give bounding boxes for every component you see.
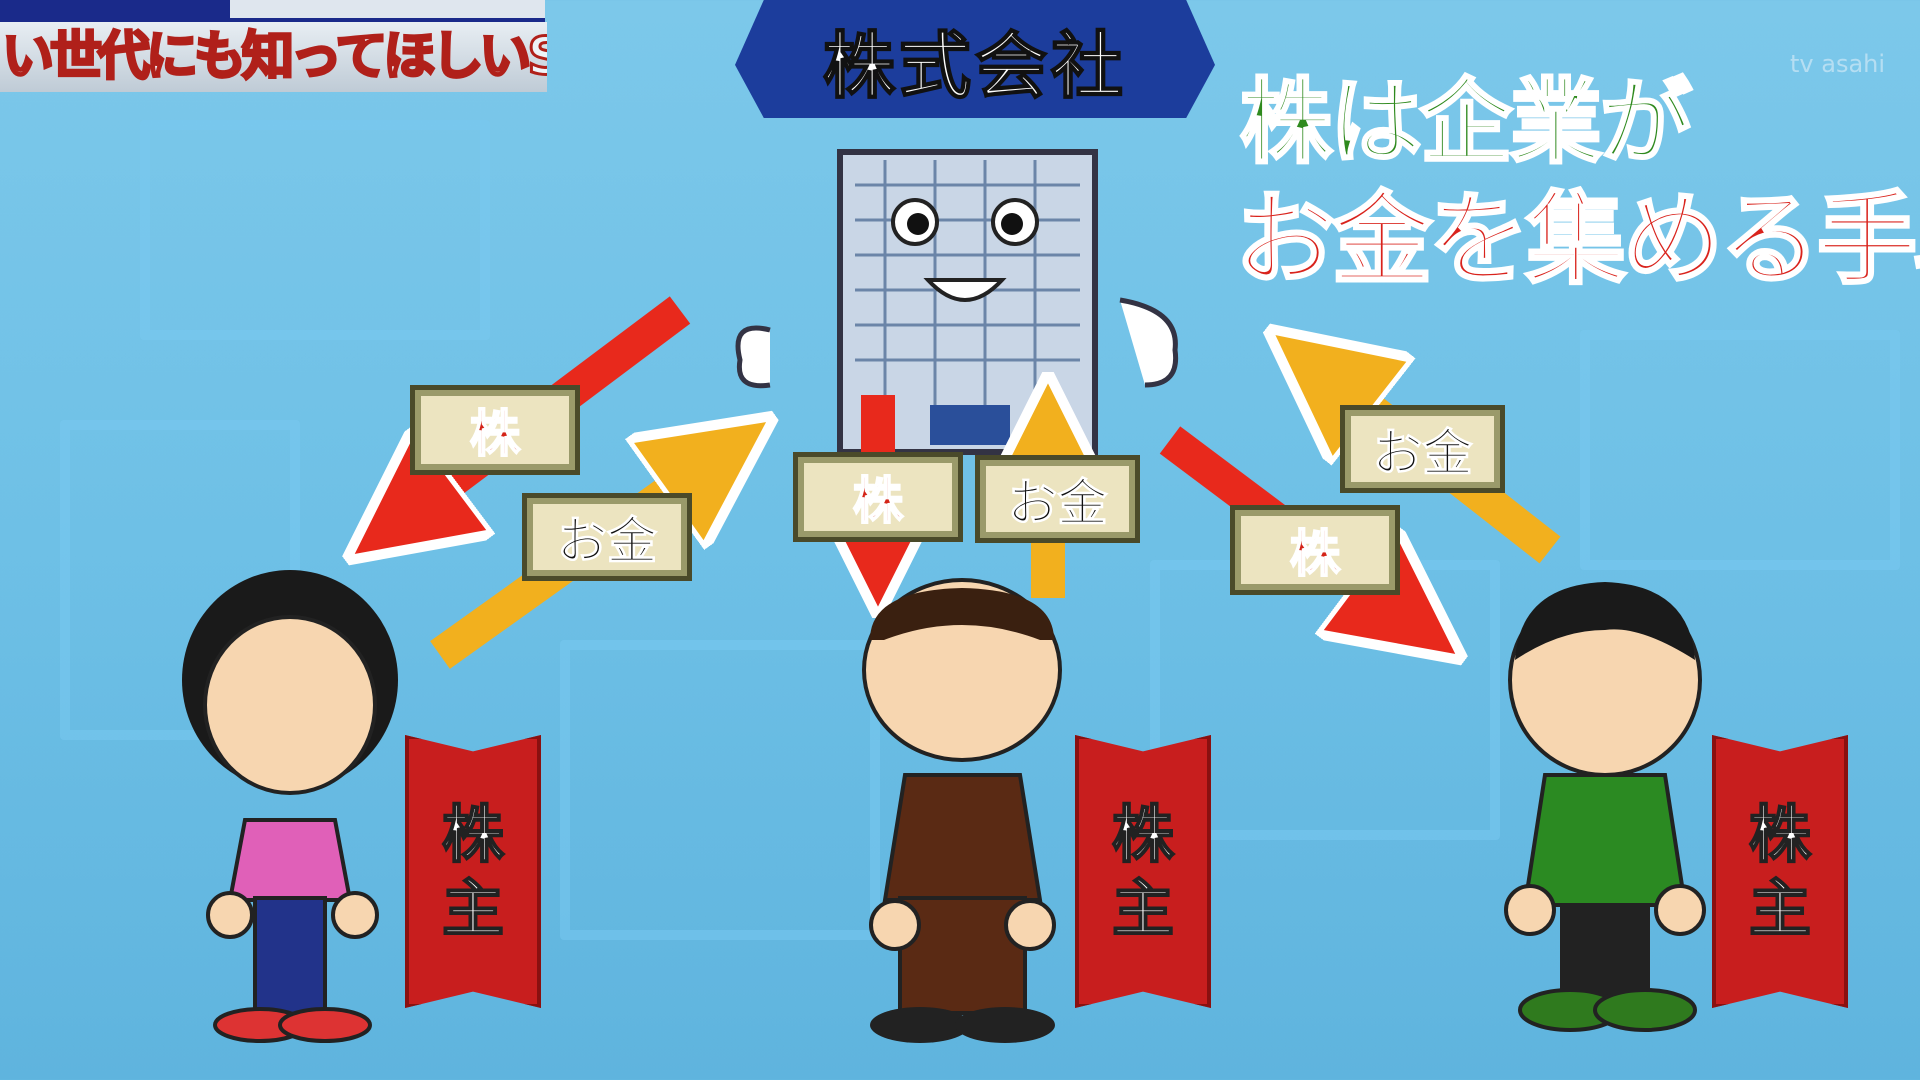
shareholder-young-man-icon (1504, 582, 1706, 1032)
shareholder-woman-icon (182, 570, 398, 1043)
banner-char: 主 (1748, 871, 1812, 946)
channel-logo: tv asahi (1790, 50, 1886, 78)
company-building-icon (735, 149, 1179, 455)
diagram-title: 株式会社 (735, 0, 1215, 118)
banner-char: 主 (1111, 871, 1175, 946)
shareholder-banner: 株 主 (1075, 735, 1211, 1008)
banner-char: 株 (1111, 797, 1175, 872)
shareholder-man-suit-icon (862, 578, 1062, 1043)
money-tag: お金 (522, 493, 692, 581)
stock-tag: 株 (793, 452, 963, 542)
bg-frame (560, 640, 880, 940)
program-banner-top-right (230, 0, 545, 18)
headline-line1: 株は企業が (1238, 68, 1693, 178)
shareholder-banner: 株 主 (1712, 735, 1848, 1008)
shareholder-banner: 株 主 (405, 735, 541, 1008)
program-subtitle: い世代にも知ってほしいSP (0, 22, 547, 92)
stock-tag: 株 (410, 385, 580, 475)
banner-char: 株 (1748, 797, 1812, 872)
stock-tag: 株 (1230, 505, 1400, 595)
money-tag: お金 (1340, 405, 1505, 493)
banner-char: 主 (441, 871, 505, 946)
bg-frame (140, 120, 490, 340)
money-tag: お金 (975, 455, 1140, 543)
banner-char: 株 (441, 797, 505, 872)
bg-frame (1580, 330, 1900, 570)
diagram-title-text: 株式会社 (822, 23, 1127, 109)
headline-line2: お金を集める手段 (1234, 180, 1920, 300)
